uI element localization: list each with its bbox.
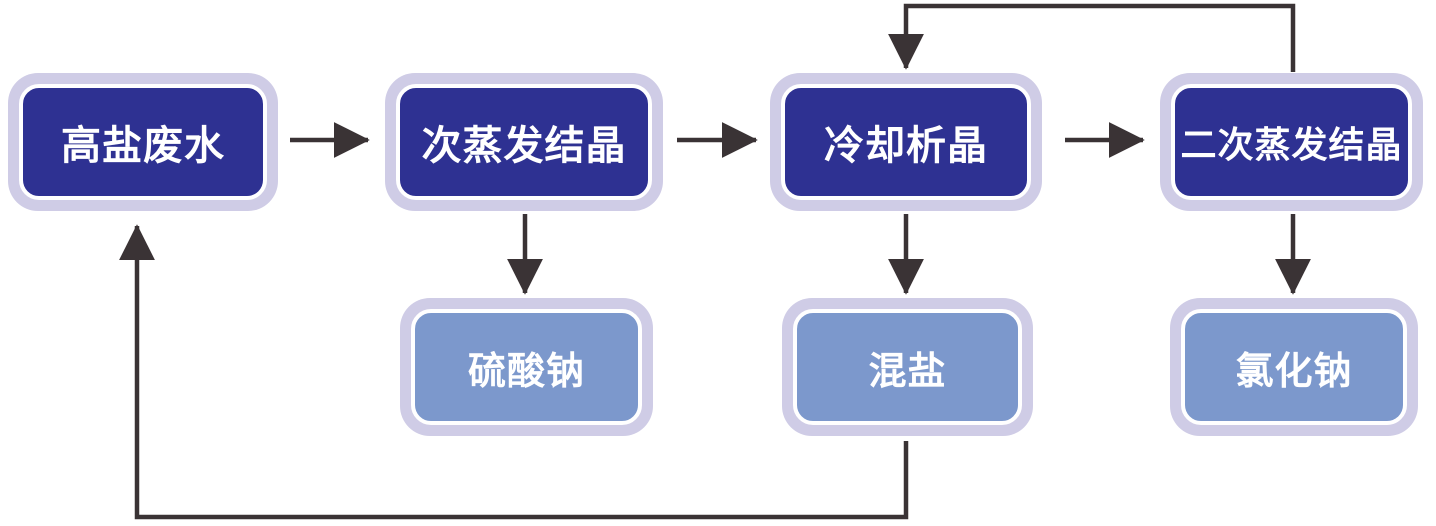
process-node-second-evaporation-crystallization: 二次蒸发结晶 [1160, 73, 1423, 211]
product-node-mixed-salt: 混盐 [782, 298, 1033, 436]
process-node-high-salt-wastewater: 高盐废水 [8, 73, 278, 211]
product-node-sodium-chloride: 氯化钠 [1170, 298, 1418, 436]
node-label: 次蒸发结晶 [396, 84, 652, 200]
node-label: 二次蒸发结晶 [1171, 84, 1412, 200]
process-node-evaporation-crystallization: 次蒸发结晶 [385, 73, 663, 211]
product-node-sodium-sulfate: 硫酸钠 [400, 298, 653, 436]
node-label: 混盐 [793, 309, 1022, 425]
node-label: 氯化钠 [1181, 309, 1407, 425]
node-label: 冷却析晶 [781, 84, 1031, 200]
recycle-arrow-n4-n3 [888, 3, 1296, 72]
node-label: 硫酸钠 [411, 309, 642, 425]
recycle-arrow-p2-n1 [119, 224, 909, 520]
node-label: 高盐废水 [19, 84, 267, 200]
process-node-cooling-crystallization: 冷却析晶 [770, 73, 1042, 211]
